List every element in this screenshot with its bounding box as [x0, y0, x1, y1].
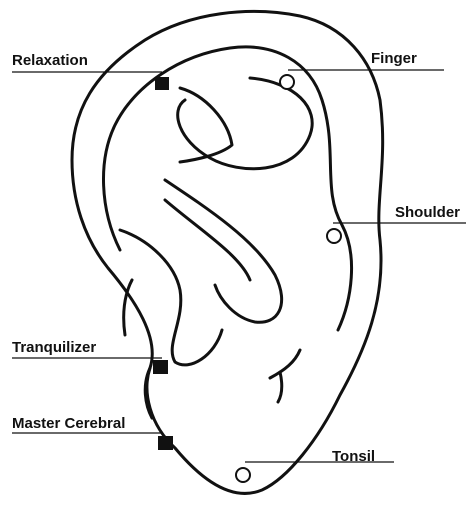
point-relaxation-square	[155, 77, 169, 90]
label-tonsil: Tonsil	[332, 449, 375, 464]
label-relaxation: Relaxation	[12, 53, 88, 68]
cavity-fold	[165, 200, 250, 280]
label-shoulder: Shoulder	[395, 205, 460, 220]
helix-inner-rim	[104, 47, 352, 330]
point-tranquilizer-square	[153, 360, 168, 374]
point-tonsil-circle	[236, 468, 250, 482]
antitragus-curve	[270, 350, 300, 378]
point-master-cerebral-square	[158, 436, 173, 450]
concha-outline	[120, 230, 222, 365]
upper-fold	[180, 88, 232, 162]
point-finger-circle	[280, 75, 294, 89]
antihelix-curve	[178, 78, 312, 169]
antitragus-tick	[278, 372, 282, 402]
central-fold	[165, 180, 282, 322]
label-master-cerebral: Master Cerebral	[12, 416, 125, 431]
label-finger: Finger	[371, 51, 417, 66]
label-tranquilizer: Tranquilizer	[12, 340, 96, 355]
point-shoulder-circle	[327, 229, 341, 243]
